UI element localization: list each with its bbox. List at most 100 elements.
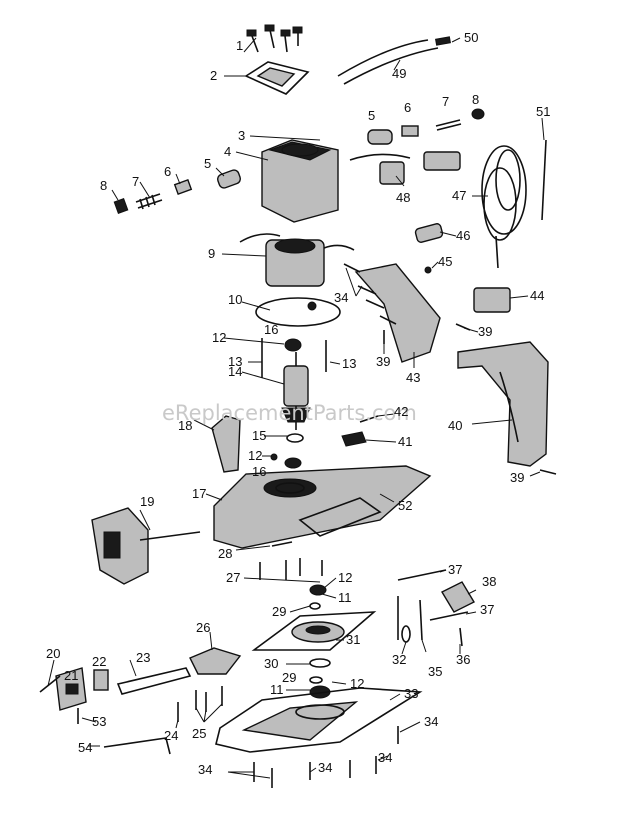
bearing-16 bbox=[284, 338, 302, 352]
switch-48 bbox=[349, 151, 461, 185]
label-34-b: 34 bbox=[198, 762, 212, 777]
label-6-left: 6 bbox=[164, 164, 171, 179]
label-21: 21 bbox=[64, 668, 78, 683]
label-29-a: 29 bbox=[272, 604, 286, 619]
brush-left bbox=[113, 169, 242, 214]
label-4: 4 bbox=[224, 144, 231, 159]
baffle-10 bbox=[255, 297, 341, 327]
label-8-left: 8 bbox=[100, 178, 107, 193]
guide-19 bbox=[91, 507, 201, 585]
brush-tool-18 bbox=[211, 415, 241, 473]
part-44 bbox=[473, 287, 511, 313]
label-38: 38 bbox=[482, 574, 496, 589]
wrench-54 bbox=[103, 737, 171, 755]
label-12-c: 12 bbox=[338, 570, 352, 585]
part-38 bbox=[441, 581, 475, 613]
label-18: 18 bbox=[178, 418, 192, 433]
bar-23 bbox=[116, 667, 192, 695]
label-34-e: 34 bbox=[334, 290, 348, 305]
label-41 bbox=[341, 431, 367, 447]
label-37-b: 37 bbox=[480, 602, 494, 617]
label-19: 19 bbox=[140, 494, 154, 509]
cord-49 bbox=[337, 39, 439, 85]
leader-lines bbox=[47, 37, 545, 779]
label-7-left: 7 bbox=[132, 174, 139, 189]
screws-34-bottom bbox=[253, 726, 399, 788]
label-1: 1 bbox=[236, 38, 243, 53]
label-37-a: 37 bbox=[448, 562, 462, 577]
gear-housing-17 bbox=[213, 465, 432, 549]
label-7-right: 7 bbox=[442, 94, 449, 109]
label-26: 26 bbox=[196, 620, 210, 635]
label-17: 17 bbox=[192, 486, 206, 501]
label-6-right: 6 bbox=[404, 100, 411, 115]
label-25: 25 bbox=[192, 726, 206, 741]
parts-drawings bbox=[39, 24, 557, 788]
label-11-a: 11 bbox=[338, 590, 352, 605]
label-12-b: 12 bbox=[248, 448, 262, 463]
label-48: 48 bbox=[396, 190, 410, 205]
label-12-d: 12 bbox=[350, 676, 364, 691]
label-50: 50 bbox=[464, 30, 478, 45]
screws-27 bbox=[259, 558, 323, 580]
label-13-right: 13 bbox=[342, 356, 356, 371]
label-14: 14 bbox=[228, 364, 242, 379]
label-49: 49 bbox=[392, 66, 406, 81]
motor-housing-4 bbox=[261, 139, 339, 223]
field-9 bbox=[239, 233, 355, 287]
label-41: 41 bbox=[398, 434, 412, 449]
label-13-left: 13 bbox=[228, 354, 242, 369]
label-31: 31 bbox=[346, 632, 360, 647]
label-23: 23 bbox=[136, 650, 150, 665]
part-labels: 1 2 3 4 5 6 7 8 5 6 7 8 9 10 12 16 13 13… bbox=[46, 30, 550, 777]
cord-47 bbox=[481, 145, 527, 269]
label-47: 47 bbox=[452, 188, 466, 203]
base-plate-33 bbox=[215, 687, 423, 753]
label-43: 43 bbox=[406, 370, 420, 385]
label-34-c: 34 bbox=[318, 760, 332, 775]
label-28: 28 bbox=[218, 546, 232, 561]
handle-40 bbox=[457, 341, 549, 467]
label-8-right: 8 bbox=[472, 92, 479, 107]
label-32: 32 bbox=[392, 652, 406, 667]
label-54: 54 bbox=[78, 740, 92, 755]
handle-43 bbox=[354, 263, 441, 363]
label-16-a: 16 bbox=[264, 322, 278, 337]
label-51: 51 bbox=[536, 104, 550, 119]
label-5-right: 5 bbox=[368, 108, 375, 123]
brush-right-5 bbox=[367, 129, 393, 145]
label-12-a: 12 bbox=[212, 330, 226, 345]
armature-14 bbox=[281, 352, 311, 430]
gear-31 bbox=[251, 611, 377, 651]
watermark: eReplacementParts.com bbox=[162, 401, 417, 425]
label-39-a: 39 bbox=[478, 324, 492, 339]
label-52: 52 bbox=[398, 498, 412, 513]
label-22: 22 bbox=[92, 654, 106, 669]
label-34-a: 34 bbox=[424, 714, 438, 729]
label-45: 45 bbox=[438, 254, 452, 269]
plug-46 bbox=[414, 223, 444, 243]
label-16-b: 16 bbox=[252, 464, 266, 479]
label-20: 20 bbox=[46, 646, 60, 661]
label-15: 15 bbox=[252, 428, 266, 443]
label-39-c: 39 bbox=[510, 470, 524, 485]
label-9: 9 bbox=[208, 246, 215, 261]
plate-2 bbox=[244, 61, 310, 95]
label-42: 42 bbox=[394, 404, 408, 419]
label-53: 53 bbox=[92, 714, 106, 729]
label-3: 3 bbox=[238, 128, 245, 143]
label-27: 27 bbox=[226, 570, 240, 585]
label-10: 10 bbox=[228, 292, 242, 307]
label-24: 24 bbox=[164, 728, 178, 743]
label-35: 35 bbox=[428, 664, 442, 679]
label-5-left: 5 bbox=[204, 156, 211, 171]
label-46: 46 bbox=[456, 228, 470, 243]
label-11-b: 11 bbox=[270, 682, 284, 697]
label-44: 44 bbox=[530, 288, 544, 303]
screws-1 bbox=[246, 24, 303, 53]
label-30: 30 bbox=[264, 656, 278, 671]
label-33: 33 bbox=[404, 686, 418, 701]
label-36: 36 bbox=[456, 652, 470, 667]
label-40: 40 bbox=[448, 418, 462, 433]
